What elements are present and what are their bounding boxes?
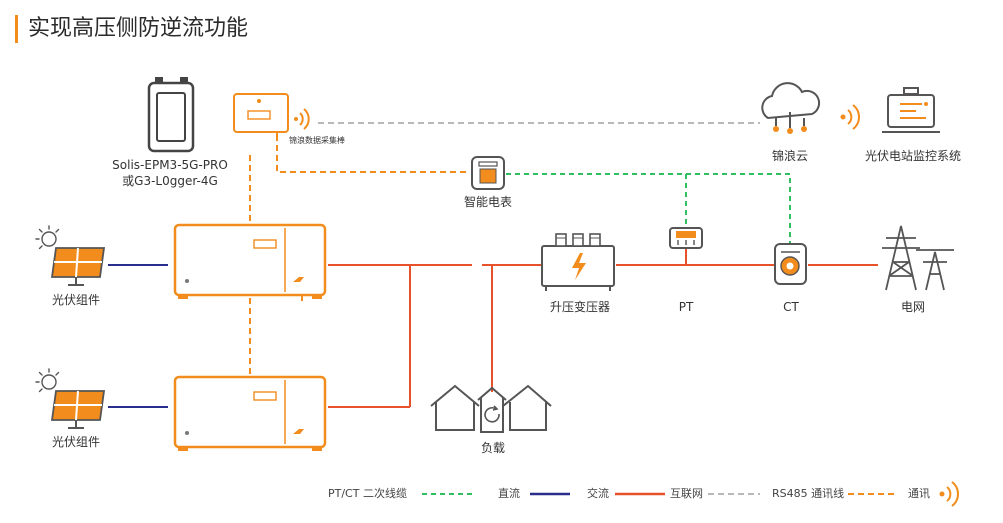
inverter-icon — [173, 223, 327, 301]
rs485-stick-to-meter — [276, 135, 470, 173]
legend-comm-label: 通讯 — [908, 487, 930, 500]
title-accent-bar — [15, 15, 18, 43]
cloud-icon — [761, 82, 821, 134]
inverter-icon — [173, 375, 327, 451]
load-label: 负载 — [480, 441, 505, 455]
cloud-label: 锦浪云 — [771, 149, 808, 163]
legend-rs485-label: RS485 通讯线 — [772, 487, 845, 500]
page-title: 实现高压侧防逆流功能 — [28, 16, 249, 41]
pt-label: PT — [678, 300, 694, 314]
transformer-icon — [541, 233, 615, 291]
solar-panel-icon — [35, 225, 106, 286]
house-load-icon — [430, 384, 552, 433]
ct-icon — [774, 243, 807, 285]
transformer-label: 升压变压器 — [549, 300, 610, 314]
pt-icon — [669, 227, 703, 249]
pv-module-label-2: 光伏组件 — [51, 435, 100, 449]
stick-caption: 锦浪数据采集棒 — [289, 136, 345, 145]
ptct-cable-main — [506, 173, 791, 244]
data-stick-icon — [233, 93, 289, 140]
smart-meter-label: 智能电表 — [463, 195, 512, 209]
logger-label-line1: Solis-EPM3-5G-PRO — [112, 158, 228, 172]
legend-internet-label: 互联网 — [670, 487, 703, 500]
wifi-signal-icon — [939, 481, 959, 507]
logger-device-icon — [147, 77, 195, 153]
transmission-tower-icon — [882, 225, 954, 291]
wifi-signal-icon — [294, 108, 310, 130]
legend-ac-label: 交流 — [587, 487, 609, 500]
legend-dc-label: 直流 — [498, 487, 520, 500]
legend-ptct-label: PT/CT 二次线缆 — [328, 487, 407, 500]
pv-module-label-1: 光伏组件 — [51, 293, 100, 307]
monitor-computer-icon — [882, 87, 940, 133]
grid-label: 电网 — [900, 300, 925, 314]
solar-panel-icon — [35, 368, 106, 429]
wifi-signal-icon — [840, 104, 860, 130]
logger-label-line2: 或G3-L0gger-4G — [122, 174, 218, 188]
monitor-label: 光伏电站监控系统 — [864, 149, 961, 163]
ct-label: CT — [783, 300, 799, 314]
smart-meter-icon — [471, 156, 505, 190]
